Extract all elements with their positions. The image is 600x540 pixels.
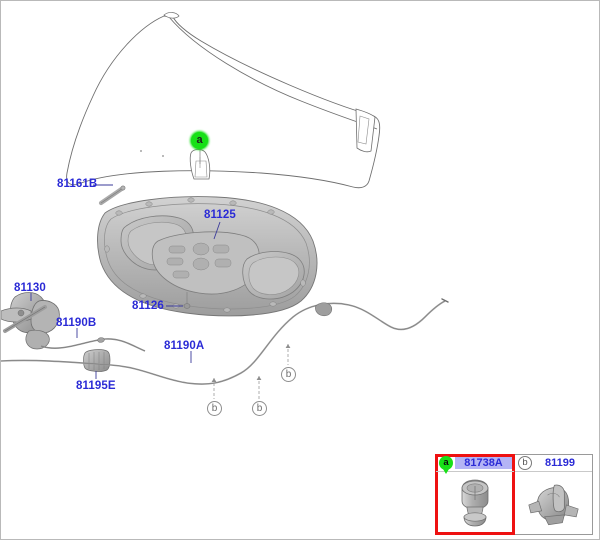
insulator-clip-81126 [166,292,191,309]
callout-marker-b-3[interactable]: b [281,367,296,382]
part-label-81190a: 81190A [164,340,205,352]
hood-release-cable-81190a [1,298,449,399]
parts-legend: a 81738A [435,454,593,535]
part-label-81130: 81130 [14,282,46,294]
cable-clip-icon [528,484,579,526]
part-label-81126: 81126 [132,300,164,312]
part-label-81190b: 81190B [56,317,97,329]
part-label-81195e: 81195E [76,380,116,392]
hood-stay-rod-81161b [93,184,126,206]
part-label-81161b: 81161B [57,178,98,190]
legend-part-number-81738a[interactable]: 81738A [455,457,512,469]
legend-image-b [515,472,592,534]
legend-header-a: a 81738A [436,455,514,474]
callout-marker-b-1[interactable]: b [207,401,222,416]
hood-panel-outline [66,12,381,189]
grommet-nut-icon [461,479,489,527]
legend-image-a [436,472,514,534]
legend-pin-b-icon: b [518,456,532,470]
legend-cell-a[interactable]: a 81738A [435,454,515,535]
hood-latch-assembly-81130 [1,292,60,350]
callout-marker-b-2[interactable]: b [252,401,267,416]
part-label-81125: 81125 [204,209,236,221]
legend-pin-a-icon: a [439,456,453,474]
legend-header-b: b 81199 [515,455,592,472]
legend-part-number-81199[interactable]: 81199 [545,457,575,469]
legend-cell-b[interactable]: b 81199 [514,455,592,534]
callout-marker-a[interactable]: a [191,132,208,149]
cable-grommet-81195e [83,349,111,379]
hood-insulator-pad-81125 [97,196,318,317]
hood-release-cable-81190b [40,328,146,352]
